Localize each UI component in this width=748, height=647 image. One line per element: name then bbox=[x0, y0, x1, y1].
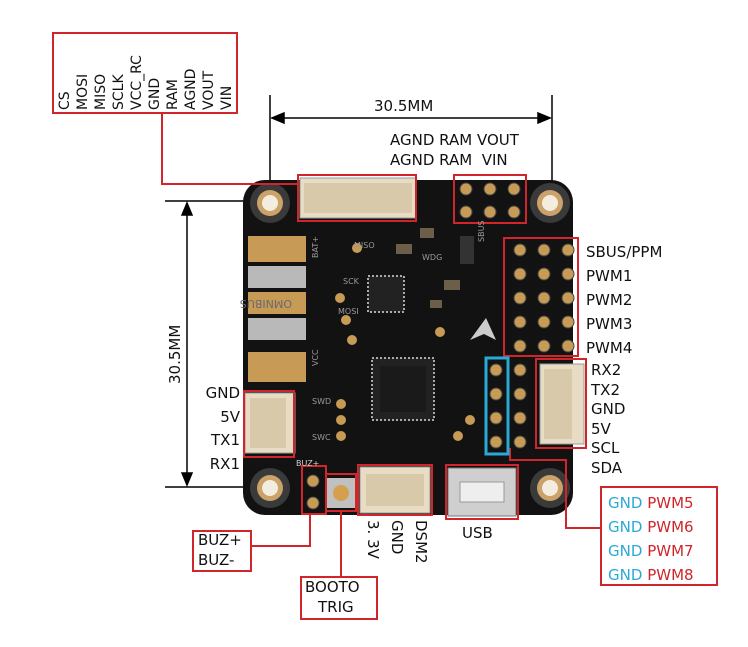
dsm2-connector bbox=[359, 466, 431, 514]
pwm-extra-row: GND PWM5 bbox=[608, 491, 710, 515]
svg-text:WDG: WDG bbox=[422, 253, 442, 262]
uart2-connector bbox=[539, 363, 585, 445]
pwm-extra-row: GND PWM8 bbox=[608, 563, 710, 587]
pwm-extra-row: GND PWM6 bbox=[608, 515, 710, 539]
label-pwm7: PWM7 bbox=[647, 542, 694, 560]
spi-label-mosi: MOSI bbox=[75, 73, 91, 110]
label-dsm2: DSM2 bbox=[412, 520, 430, 564]
right-header-labels: SBUS/PPM PWM1 PWM2 PWM3 PWM4 bbox=[586, 240, 662, 360]
label-pwm8: PWM8 bbox=[647, 566, 694, 584]
label-buz-plus: BUZ+ bbox=[198, 531, 242, 549]
pwm-extra-row: GND PWM7 bbox=[608, 539, 710, 563]
label-uart1-5v: 5V bbox=[220, 407, 240, 426]
label-pwm3: PWM3 bbox=[586, 315, 633, 333]
pcb-board bbox=[243, 180, 573, 515]
svg-text:MISO: MISO bbox=[354, 241, 375, 250]
spi-labels-box bbox=[52, 32, 238, 114]
svg-text:SWC: SWC bbox=[312, 433, 331, 442]
svg-text:SWD: SWD bbox=[312, 397, 331, 406]
spi-label-agnd: AGND bbox=[183, 68, 199, 110]
svg-text:BUZ+: BUZ+ bbox=[296, 459, 319, 468]
label-tx1: TX1 bbox=[211, 431, 240, 449]
label-gnd-cyan: GND bbox=[608, 566, 643, 584]
buzzer-box bbox=[192, 530, 252, 572]
top-header-row1: AGND RAM VOUT bbox=[390, 131, 519, 149]
svg-text:SCK: SCK bbox=[343, 277, 360, 286]
label-pwm6: PWM6 bbox=[647, 518, 694, 536]
label-rx2: RX2 bbox=[591, 361, 622, 379]
boot-button bbox=[327, 478, 355, 508]
silkscreen-text: OMNIBUS VCC BAT+ SBUS MISO SCK MOSI WDG … bbox=[240, 221, 486, 469]
label-gnd-cyan: GND bbox=[608, 494, 643, 512]
label-gnd: GND bbox=[591, 400, 626, 419]
label-sbus-ppm: SBUS/PPM bbox=[586, 243, 663, 261]
dimension-horizontal: 30.5MM bbox=[374, 97, 434, 115]
svg-text:OMNIBUS: OMNIBUS bbox=[240, 297, 292, 310]
pwm-extra-header bbox=[489, 363, 527, 449]
svg-text:VCC: VCC bbox=[311, 349, 320, 366]
top-pin-header bbox=[459, 182, 521, 219]
label-scl: SCL bbox=[591, 439, 620, 458]
usb-port bbox=[447, 467, 517, 517]
gyro-chip bbox=[367, 275, 405, 313]
uart1-connector bbox=[244, 392, 296, 454]
label-uart1-gnd: GND bbox=[205, 384, 240, 402]
dimension-vertical: 30.5MM bbox=[166, 324, 184, 384]
label-tx2: TX2 bbox=[591, 380, 620, 399]
top-header-row2: AGND RAM VIN bbox=[390, 151, 508, 169]
label-pwm5: PWM5 bbox=[647, 494, 694, 512]
mcu-chip bbox=[371, 357, 435, 421]
spi-label-sclk: SCLK bbox=[111, 74, 127, 110]
label-5v: 5V bbox=[591, 419, 611, 438]
spi-label-ram: RAM bbox=[165, 79, 181, 110]
battery-pads bbox=[248, 236, 306, 382]
spi-label-miso: MISO bbox=[93, 73, 109, 110]
right-pin-header bbox=[513, 243, 575, 353]
svg-text:SBUS: SBUS bbox=[477, 221, 486, 243]
boot-box bbox=[300, 576, 378, 620]
svg-text:BAT+: BAT+ bbox=[311, 236, 320, 258]
mounting-holes bbox=[250, 183, 570, 508]
uart1-labels: GND 5V TX1 RX1 bbox=[190, 382, 240, 476]
spi-label-gnd: GND bbox=[147, 77, 163, 110]
red-outlines bbox=[161, 112, 600, 578]
label-sda: SDA bbox=[591, 458, 623, 477]
uart2-labels: RX2 TX2 GND 5V SCL SDA bbox=[591, 361, 625, 479]
label-pwm2: PWM2 bbox=[586, 291, 633, 309]
label-gnd-cyan: GND bbox=[608, 542, 643, 560]
label-dsm2-3v3: 3. 3V bbox=[364, 520, 382, 559]
spi-connector bbox=[299, 177, 417, 219]
cyan-outline bbox=[484, 356, 510, 456]
small-components bbox=[335, 228, 496, 441]
label-buz-minus: BUZ- bbox=[198, 551, 235, 569]
spi-labels: CS MOSI MISO SCLK VCC_RC GND RAM AGND VO… bbox=[57, 36, 235, 110]
svg-text:MOSI: MOSI bbox=[338, 307, 359, 316]
spi-label-vcc-rc: VCC_RC bbox=[129, 55, 145, 110]
label-rx1: RX1 bbox=[209, 454, 240, 473]
buzzer-pins bbox=[306, 474, 320, 510]
pwm-extra-box: GND PWM5 GND PWM6 GND PWM7 GND PWM8 bbox=[600, 486, 718, 586]
dimension-lines bbox=[165, 95, 553, 488]
label-usb: USB bbox=[462, 524, 493, 542]
spi-label-vin: VIN bbox=[219, 85, 235, 110]
label-trig: TRIG bbox=[318, 598, 354, 616]
label-pwm1: PWM1 bbox=[586, 267, 633, 285]
label-gnd-cyan: GND bbox=[608, 518, 643, 536]
label-dsm2-gnd: GND bbox=[388, 520, 406, 555]
label-pwm4: PWM4 bbox=[586, 339, 633, 357]
spi-label-cs: CS bbox=[57, 91, 73, 110]
spi-label-vout: VOUT bbox=[201, 70, 217, 110]
label-booto: BOOTO bbox=[305, 578, 360, 596]
